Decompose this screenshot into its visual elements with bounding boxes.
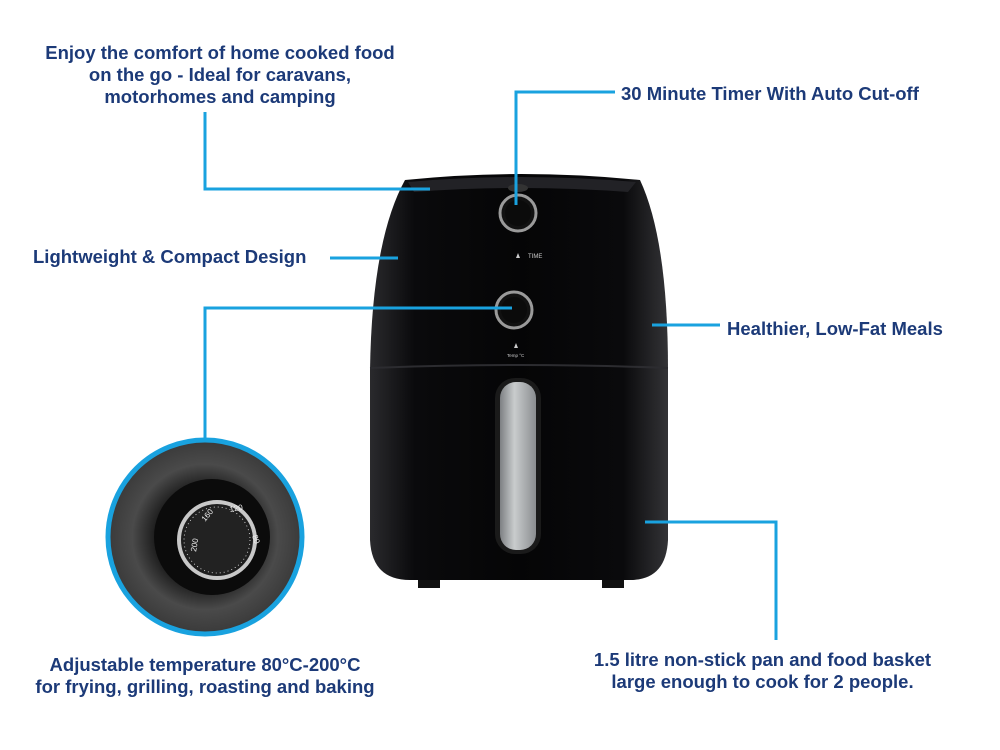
leader-line-capacity xyxy=(645,520,778,640)
feature-healthier: Healthier, Low-Fat Meals xyxy=(727,318,943,339)
feature-compact: Lightweight & Compact Design xyxy=(33,246,307,267)
leader-lines xyxy=(203,90,778,640)
leader-line-timer xyxy=(514,90,615,205)
timer-label: TIME xyxy=(528,254,542,260)
dial-tick-120: 120 xyxy=(229,503,244,514)
basket-seam xyxy=(369,364,669,369)
leader-line-portable xyxy=(203,112,430,191)
fryer-body xyxy=(370,174,668,580)
indicator-light xyxy=(508,184,528,192)
temp-label: Temp °C xyxy=(507,353,525,358)
air-fryer-image: TIME Temp °C xyxy=(369,174,669,588)
feature-timer: 30 Minute Timer With Auto Cut-off xyxy=(621,83,919,104)
leader-line-temperature xyxy=(203,306,512,440)
dial-tick-200: 200 xyxy=(189,537,200,552)
dial-tick-80: 80 xyxy=(250,534,262,546)
temperature-dial-closeup: 200 160 120 80 xyxy=(105,437,305,637)
basket-handle xyxy=(500,382,536,550)
